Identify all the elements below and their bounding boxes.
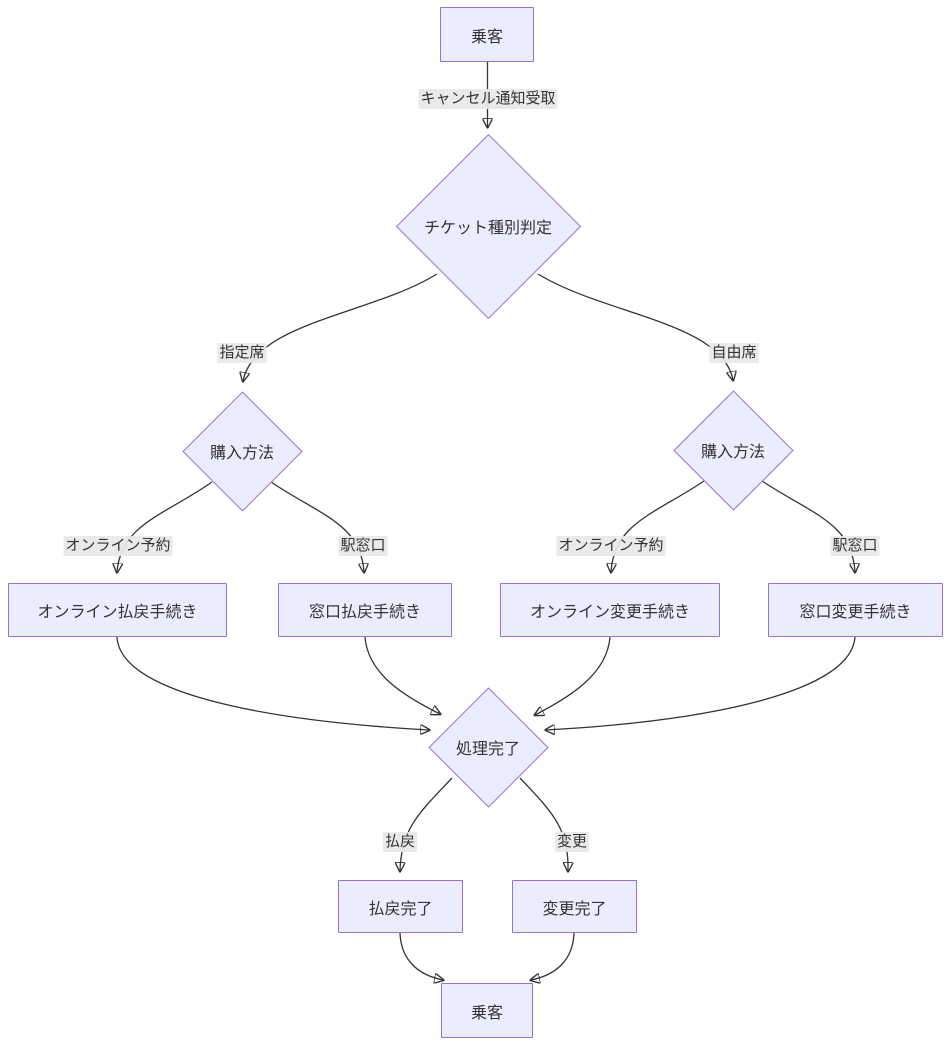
edge-window-change-to-processing [546,636,856,730]
node-passenger-top: 乗客 [440,7,534,62]
node-online-change-procedure-label: オンライン変更手続き [529,604,690,621]
edge-online-change-to-processing [535,636,611,715]
edge-processing-to-change-complete [519,777,568,871]
node-window-refund-procedure-label: 窓口払戻手続き [308,604,421,621]
node-ticket-type-decision-label: チケット種別判定 [423,220,552,237]
node-purchase-method-right-label: 購入方法 [700,444,765,461]
node-window-refund-procedure: 窓口払戻手続き [278,583,452,637]
edge-purchase-right-to-online-change [611,480,705,572]
edge-label-online-booking-left: オンライン予約 [63,536,173,556]
edge-label-online-booking-right: オンライン予約 [556,536,666,556]
edge-window-refund-to-processing [364,636,440,714]
edge-refund-complete-to-passenger [399,932,443,980]
edge-label-station-window-left: 駅窓口 [338,536,388,556]
node-change-complete-label: 変更完了 [542,900,607,918]
edge-label-reserved-seat: 指定席 [217,343,267,363]
node-window-change-procedure-label: 窓口変更手続き [799,604,912,621]
node-purchase-method-right: 購入方法 [672,389,794,511]
edge-change-complete-to-passenger [531,932,575,980]
edge-label-station-window-right: 駅窓口 [830,536,880,556]
edge-label-cancel-notice: キャンセル通知受取 [418,89,558,109]
node-online-refund-procedure-label: オンライン払戻手続き [37,604,198,621]
node-ticket-type-decision: チケット種別判定 [395,133,581,319]
node-refund-complete-label: 払戻完了 [368,900,433,918]
node-passenger-top-label: 乗客 [470,28,503,46]
edge-processing-to-refund-complete [400,777,453,871]
node-passenger-bottom-label: 乗客 [470,1004,503,1022]
node-refund-complete: 払戻完了 [338,880,463,933]
edge-label-free-seat: 自由席 [709,343,759,363]
node-online-refund-procedure: オンライン払戻手続き [8,583,227,637]
node-processing-complete-label: 処理完了 [455,741,520,758]
node-change-complete: 変更完了 [512,880,637,933]
edge-purchase-left-to-online-refund [117,481,213,572]
node-purchase-method-left-label: 購入方法 [209,445,274,462]
edge-label-change: 変更 [554,832,590,852]
node-purchase-method-left: 購入方法 [181,390,303,512]
node-window-change-procedure: 窓口変更手続き [768,583,943,637]
edge-label-refund: 払戻 [382,832,418,852]
node-online-change-procedure: オンライン変更手続き [500,583,720,637]
edge-online-refund-to-processing [116,636,429,730]
node-processing-complete: 処理完了 [427,686,549,808]
node-passenger-bottom: 乗客 [441,983,533,1038]
edge-purchase-left-to-window-refund [270,481,364,572]
edge-purchase-right-to-window-change [761,480,855,572]
